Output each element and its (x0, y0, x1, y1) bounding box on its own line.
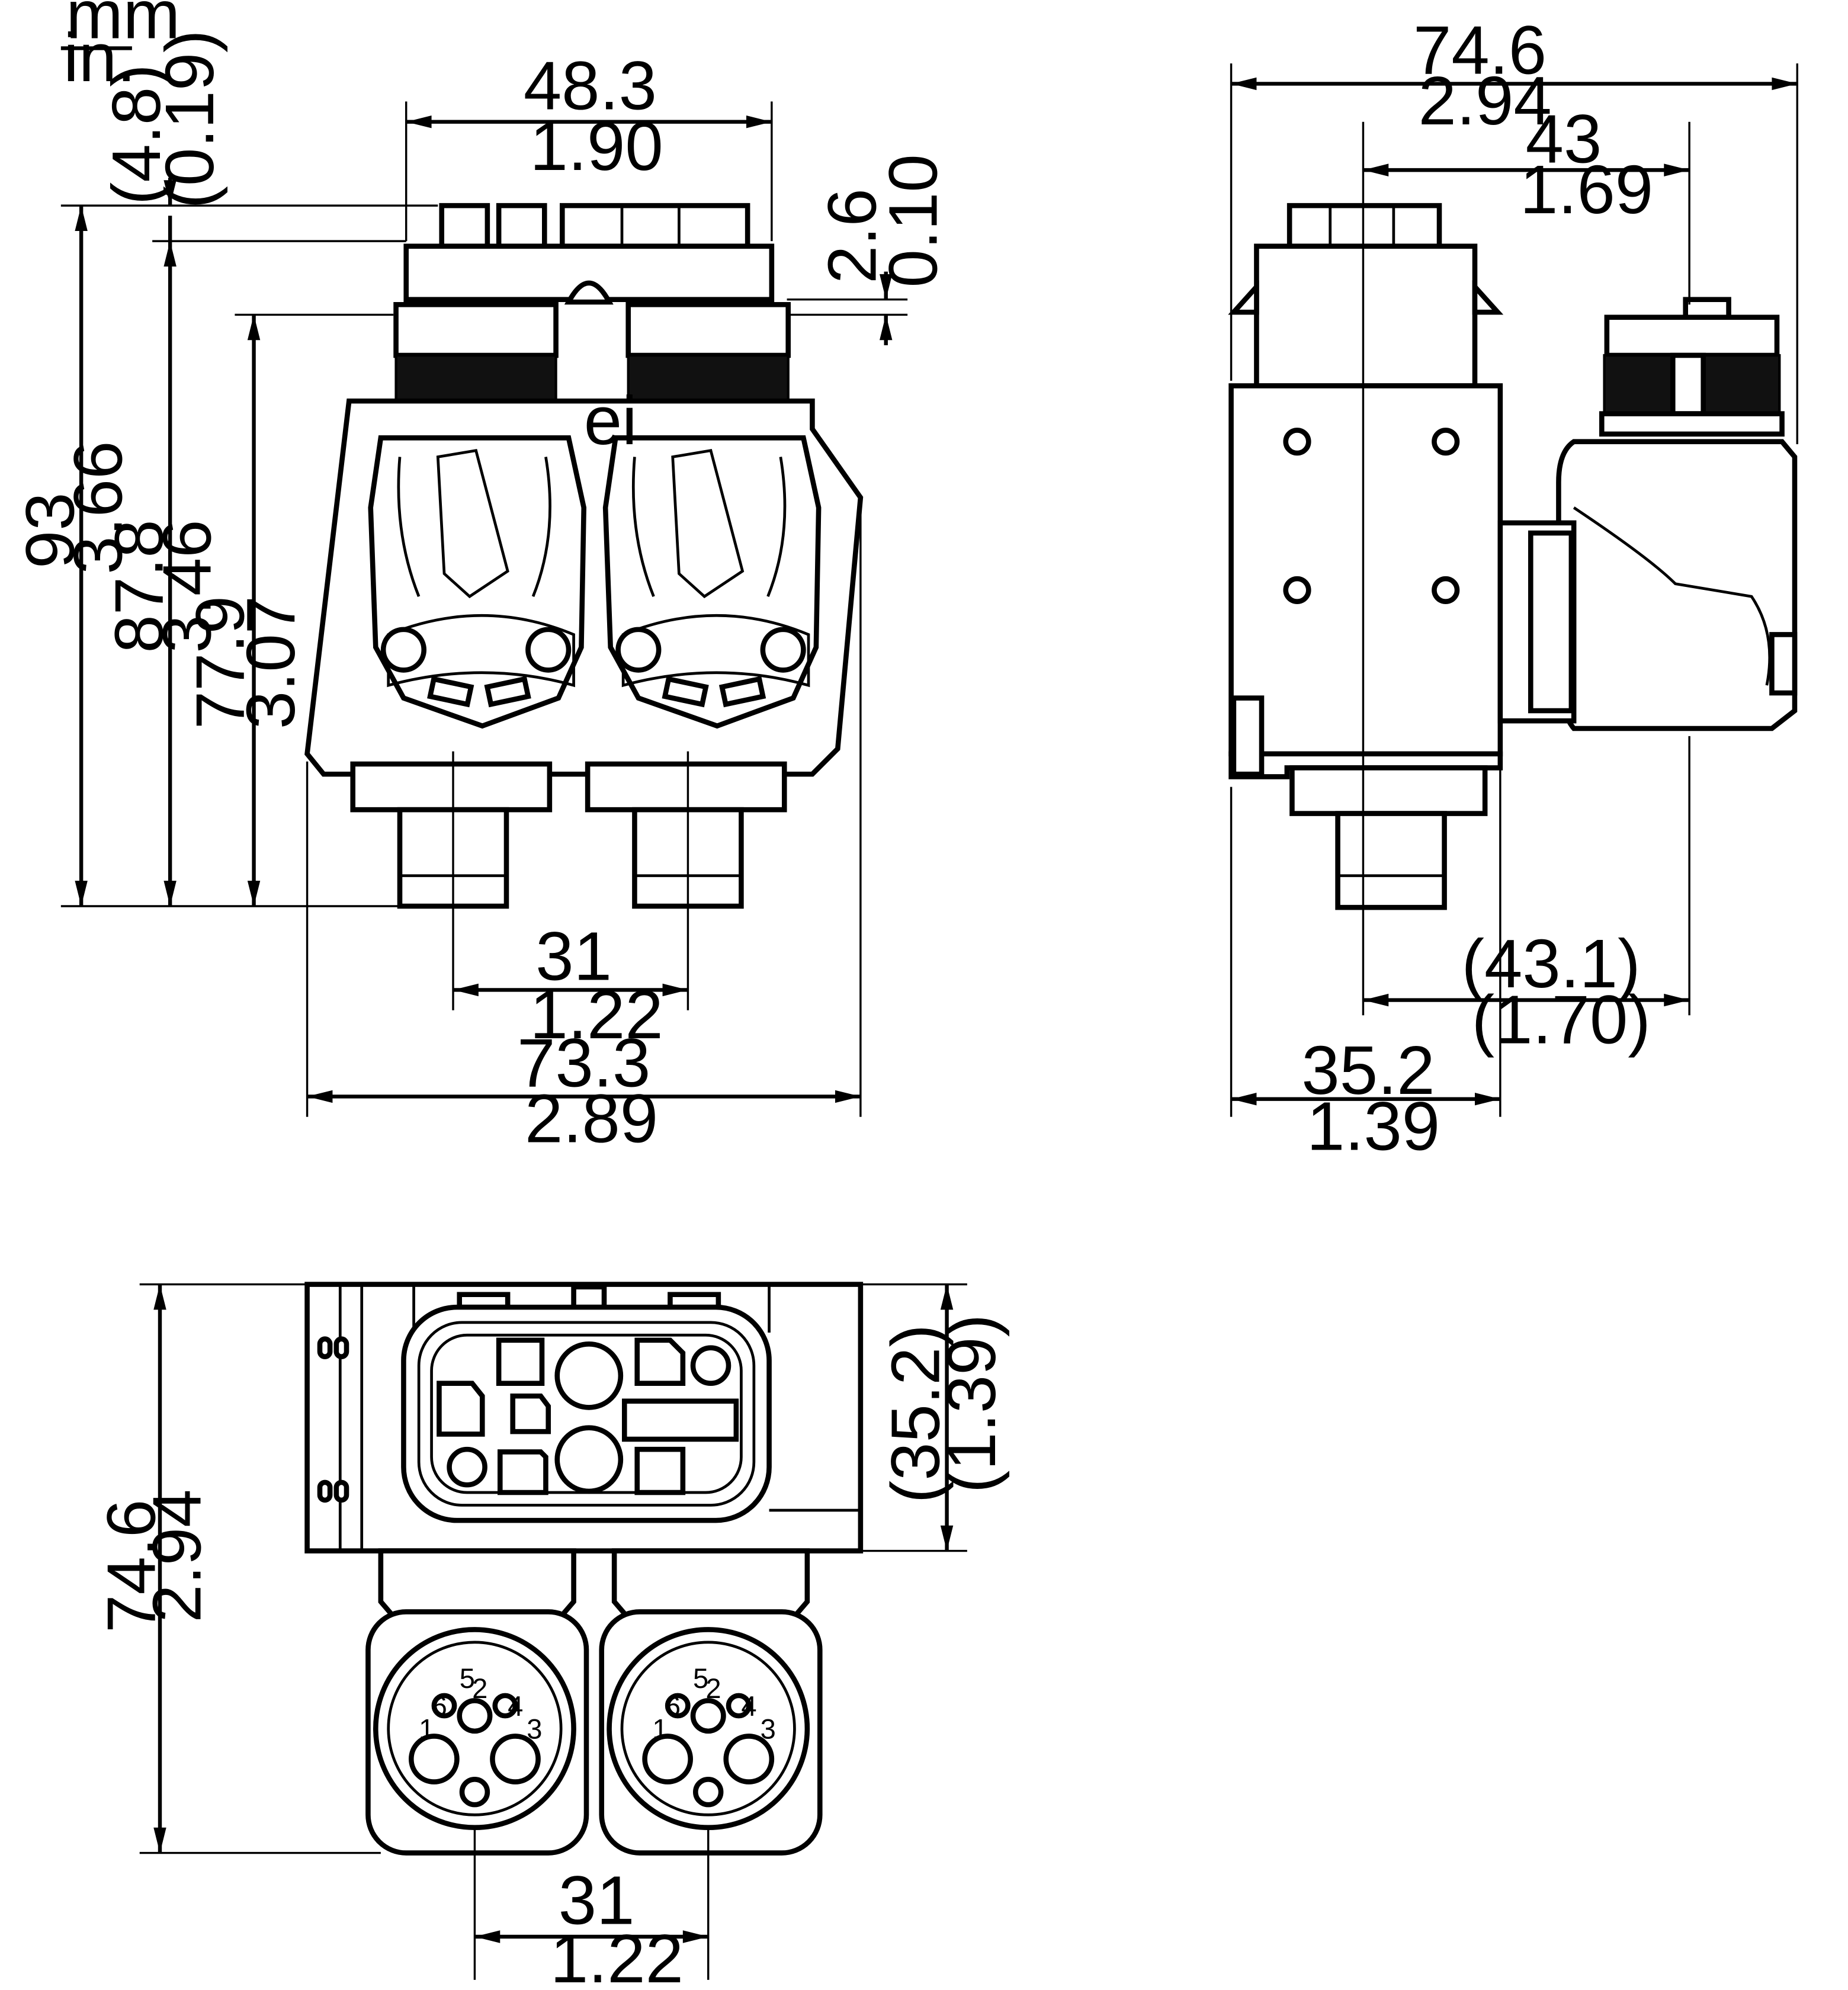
dim-width-top-in: 1.90 (530, 108, 663, 185)
pin-label: 4 (508, 1690, 523, 1722)
pin-label: 2 (705, 1673, 721, 1704)
dim-pitch-in: 1.22 (530, 976, 663, 1053)
dim-cap-height-mm: 2.6 (814, 188, 891, 284)
pin-label: 3 (761, 1713, 776, 1745)
pin-label: 1 (419, 1713, 434, 1745)
pin-labels-left: 1 2 3 4 5 6 (419, 1662, 542, 1745)
pin-label: 4 (741, 1690, 756, 1722)
pin-label: 1 (652, 1713, 668, 1745)
bottom-dim-pitch-mm: 31 (559, 1862, 635, 1939)
side-dim-offset-bottom-mm: (43.1) (1461, 925, 1640, 1002)
pin-label: 6 (432, 1690, 447, 1722)
side-dim-depth-mm: 74.6 (1413, 11, 1547, 88)
dim-height-2-mm: 87.8 (100, 519, 177, 653)
pin-label: 6 (665, 1690, 681, 1722)
dim-top-offset-mm: (4.8) (98, 64, 175, 205)
dim-overall-height-in: 3.66 (60, 441, 137, 574)
bottom-view (304, 1282, 864, 1980)
front-dimensions: 48.3 1.90 73.3 2.89 31 1.22 93 3.66 87.8… (11, 30, 951, 1157)
side-dim-offset-top-mm: 43 (1526, 100, 1602, 177)
dim-cap-height-in: 0.10 (874, 154, 951, 287)
dim-width-top-mm: 48.3 (524, 47, 657, 124)
pin-labels-right: 1 2 3 4 5 6 (652, 1662, 775, 1745)
units-legend: mm in. (60, 0, 180, 96)
dim-overall-height-mm: 93 (11, 492, 88, 569)
front-view: ei (304, 203, 864, 1010)
dim-overall-width-mm: 73.3 (517, 1024, 650, 1101)
side-view (1228, 121, 1798, 1016)
dim-pitch-mm: 31 (535, 917, 612, 994)
side-dim-offset-top-in: 1.69 (1520, 151, 1653, 228)
bottom-dim-pitch-in: 1.22 (550, 1920, 684, 1990)
bottom-connector-left (365, 1548, 589, 1856)
side-dim-base-depth-mm: 35.2 (1301, 1032, 1435, 1109)
bottom-dimensions: 74.6 2.94 (35.2) (1.39) 31 1.22 (92, 1283, 1010, 1990)
side-dimensions: 74.6 2.94 43 1.69 (43.1) (1.70) 35.2 1.3… (1230, 11, 1798, 1164)
bottom-dim-depth-in: 2.94 (139, 1490, 216, 1623)
side-dim-offset-bottom-in: (1.70) (1472, 981, 1651, 1058)
bottom-connector-right (599, 1548, 823, 1856)
side-dim-base-depth-in: 1.39 (1307, 1087, 1440, 1164)
dim-height-3-in: 3.07 (232, 596, 309, 729)
front-connector-left (368, 435, 587, 729)
bottom-dim-depth-mm: 74.6 (92, 1500, 169, 1633)
dim-top-offset-in: (0.19) (151, 30, 228, 208)
pin-label: 5 (693, 1662, 708, 1694)
dim-height-3-mm: 77.9 (181, 596, 258, 729)
unit-in: in. (63, 19, 136, 96)
side-dim-depth-in: 2.94 (1419, 62, 1552, 139)
pin-label: 5 (460, 1662, 475, 1694)
logo-fragment: ei (584, 382, 637, 459)
bottom-dim-base-depth-in: (1.39) (933, 1314, 1010, 1493)
pin-label: 2 (472, 1673, 487, 1704)
unit-mm: mm (66, 0, 180, 53)
dim-overall-width-in: 2.89 (525, 1080, 658, 1157)
bottom-dim-base-depth-mm: (35.2) (877, 1324, 954, 1503)
dim-height-2-in: 3.46 (149, 519, 226, 653)
pin-label: 3 (527, 1713, 542, 1745)
front-connector-right (602, 435, 822, 729)
